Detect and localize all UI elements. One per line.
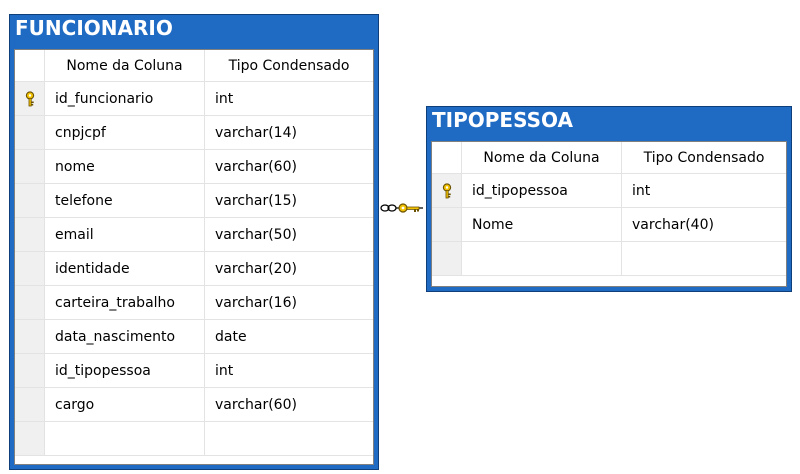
empty-cell[interactable] [622, 242, 786, 276]
column-name[interactable]: id_funcionario [45, 82, 205, 116]
table-title: TIPOPESSOA [432, 108, 573, 132]
row-selector[interactable] [15, 82, 45, 116]
column-type[interactable]: date [205, 320, 373, 354]
relationship-line[interactable] [379, 198, 427, 218]
column-type[interactable]: varchar(14) [205, 116, 373, 150]
empty-cell[interactable] [45, 422, 205, 456]
row-selector[interactable] [432, 208, 462, 242]
column-grid: Nome da Coluna Tipo Condensado id_tipope… [431, 141, 787, 287]
column-name[interactable]: id_tipopessoa [45, 354, 205, 388]
column-type[interactable]: int [205, 354, 373, 388]
row-selector-header [432, 142, 462, 174]
row-selector[interactable] [15, 354, 45, 388]
empty-row[interactable] [432, 242, 786, 276]
column-name[interactable]: cargo [45, 388, 205, 422]
column-name[interactable]: data_nascimento [45, 320, 205, 354]
empty-row[interactable] [15, 422, 373, 456]
header-condensed-type: Tipo Condensado [622, 142, 786, 174]
row-selector[interactable] [15, 286, 45, 320]
row-selector[interactable] [15, 218, 45, 252]
column-type[interactable]: varchar(50) [205, 218, 373, 252]
column-name[interactable]: id_tipopessoa [462, 174, 622, 208]
column-name[interactable]: identidade [45, 252, 205, 286]
column-type[interactable]: int [622, 174, 786, 208]
column-type[interactable]: varchar(60) [205, 388, 373, 422]
column-name[interactable]: email [45, 218, 205, 252]
row-selector[interactable] [15, 252, 45, 286]
header-row: Nome da Coluna Tipo Condensado [15, 50, 373, 82]
primary-key-icon [23, 90, 37, 107]
row-selector[interactable] [15, 320, 45, 354]
column-name[interactable]: cnpjcpf [45, 116, 205, 150]
column-name[interactable]: carteira_trabalho [45, 286, 205, 320]
column-type[interactable]: varchar(16) [205, 286, 373, 320]
column-type[interactable]: int [205, 82, 373, 116]
infinity-icon [380, 204, 397, 212]
column-grid: Nome da Coluna Tipo Condensado id_funcio… [14, 49, 374, 465]
column-type[interactable]: varchar(60) [205, 150, 373, 184]
row-selector[interactable] [15, 388, 45, 422]
row-selector[interactable] [15, 116, 45, 150]
header-column-name: Nome da Coluna [45, 50, 205, 82]
row-selector[interactable] [432, 174, 462, 208]
header-condensed-type: Tipo Condensado [205, 50, 373, 82]
row-selector[interactable] [15, 184, 45, 218]
table-tipopessoa[interactable]: TIPOPESSOA Nome da Coluna Tipo Condensad… [426, 106, 792, 292]
column-type[interactable]: varchar(20) [205, 252, 373, 286]
row-selector[interactable] [432, 242, 462, 276]
row-selector[interactable] [15, 422, 45, 456]
column-name[interactable]: nome [45, 150, 205, 184]
table-funcionario[interactable]: FUNCIONARIO Nome da Coluna Tipo Condensa… [9, 14, 379, 470]
primary-key-icon [440, 182, 454, 199]
header-column-name: Nome da Coluna [462, 142, 622, 174]
key-icon [398, 203, 420, 213]
column-name[interactable]: Nome [462, 208, 622, 242]
column-type[interactable]: varchar(15) [205, 184, 373, 218]
column-name[interactable]: telefone [45, 184, 205, 218]
empty-cell[interactable] [205, 422, 373, 456]
table-title: FUNCIONARIO [15, 16, 173, 40]
empty-cell[interactable] [462, 242, 622, 276]
row-selector-header [15, 50, 45, 82]
column-type[interactable]: varchar(40) [622, 208, 786, 242]
row-selector[interactable] [15, 150, 45, 184]
header-row: Nome da Coluna Tipo Condensado [432, 142, 786, 174]
